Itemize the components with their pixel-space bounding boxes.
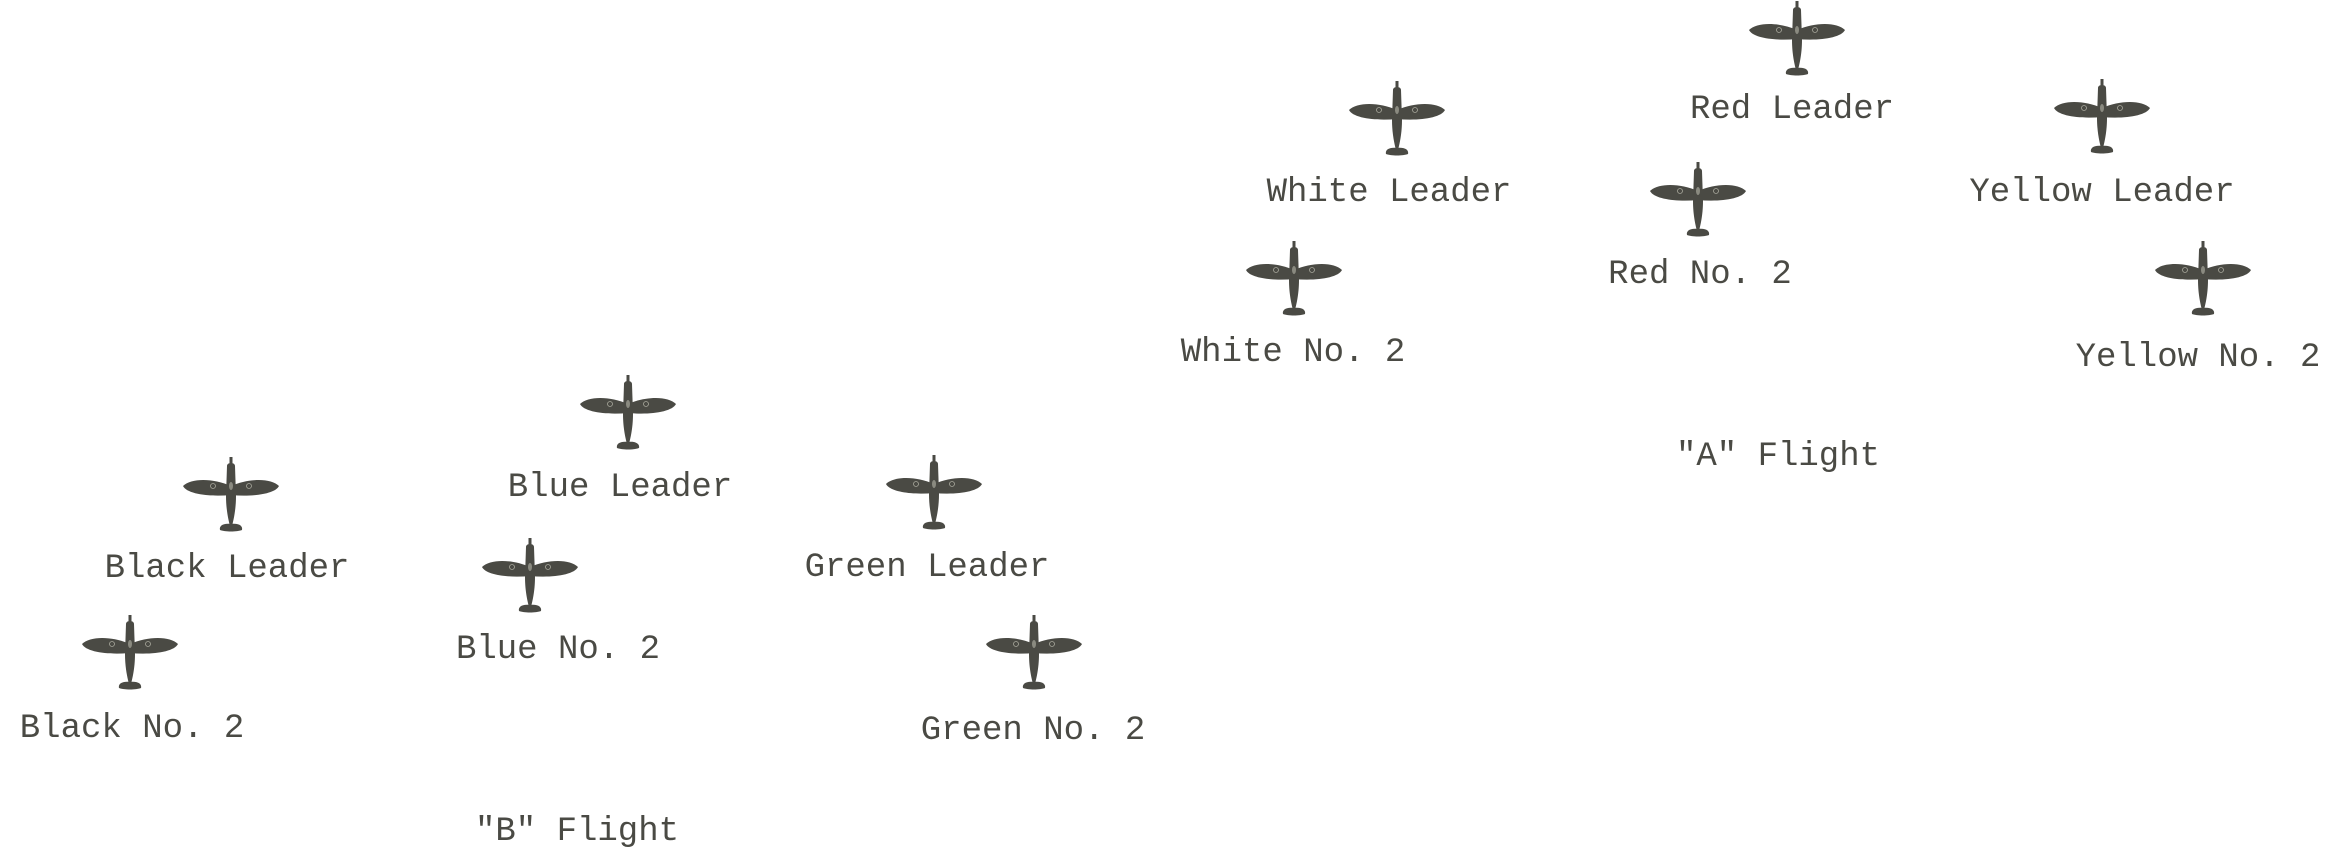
white-no-2-label: White No. 2 bbox=[1180, 334, 1406, 372]
black-leader-label: Black Leader bbox=[104, 550, 350, 588]
red-no-2-label: Red No. 2 bbox=[1608, 256, 1792, 294]
red-leader-spitfire-icon bbox=[1747, 0, 1847, 80]
b-flight-label: "B" Flight bbox=[474, 813, 680, 851]
black-leader-spitfire-icon bbox=[181, 456, 281, 536]
yellow-leader-label: Yellow Leader bbox=[1969, 174, 2235, 212]
yellow-no-2-label: Yellow No. 2 bbox=[2075, 339, 2321, 377]
white-no-2-spitfire-icon bbox=[1244, 240, 1344, 320]
a-flight-label: "A" Flight bbox=[1675, 438, 1881, 476]
white-leader-label: White Leader bbox=[1266, 174, 1512, 212]
blue-leader-spitfire-icon bbox=[578, 374, 678, 454]
blue-leader-label: Blue Leader bbox=[507, 469, 733, 507]
green-leader-label: Green Leader bbox=[804, 549, 1050, 587]
red-no-2-spitfire-icon bbox=[1648, 161, 1748, 241]
black-no-2-spitfire-icon bbox=[80, 614, 180, 694]
green-no-2-label: Green No. 2 bbox=[920, 712, 1146, 750]
red-leader-label: Red Leader bbox=[1689, 91, 1895, 129]
blue-no-2-spitfire-icon bbox=[480, 537, 580, 617]
yellow-leader-spitfire-icon bbox=[2052, 78, 2152, 158]
blue-no-2-label: Blue No. 2 bbox=[455, 631, 661, 669]
black-no-2-label: Black No. 2 bbox=[19, 710, 245, 748]
white-leader-spitfire-icon bbox=[1347, 80, 1447, 160]
green-no-2-spitfire-icon bbox=[984, 614, 1084, 694]
yellow-no-2-spitfire-icon bbox=[2153, 240, 2253, 320]
green-leader-spitfire-icon bbox=[884, 454, 984, 534]
